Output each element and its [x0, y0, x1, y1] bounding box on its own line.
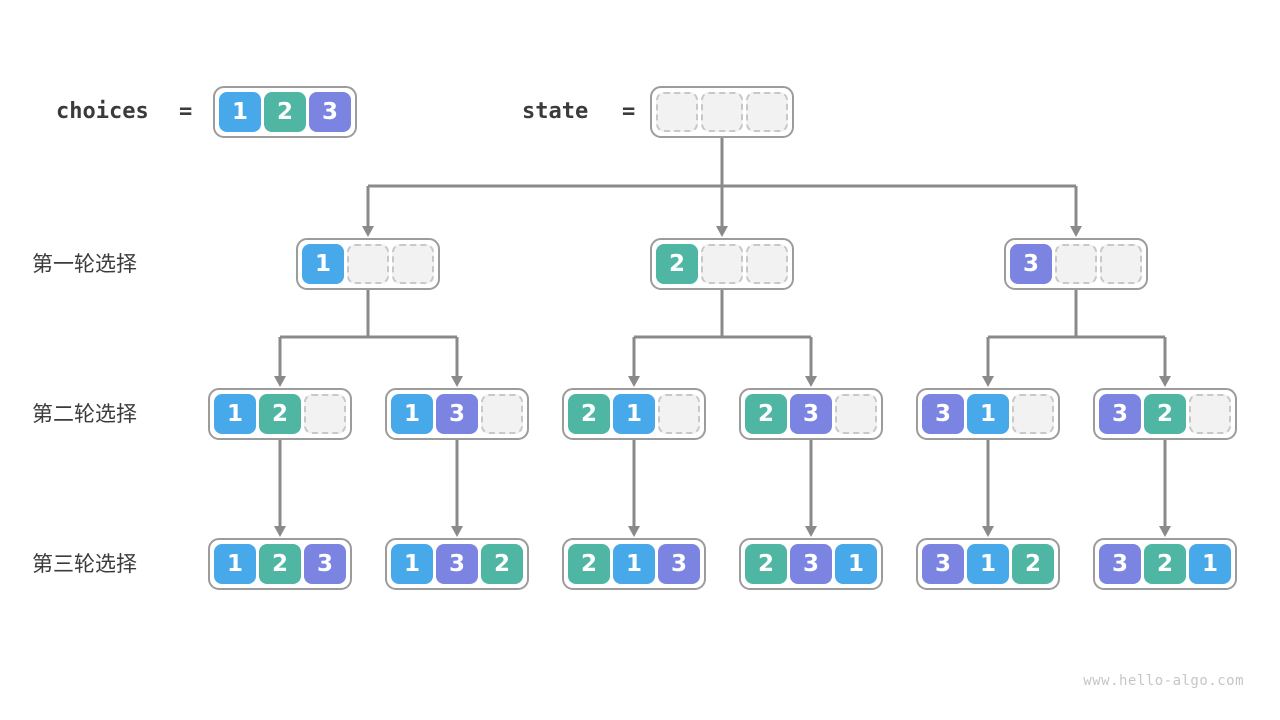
arrowhead-icon — [982, 526, 994, 537]
value-cell: 3 — [304, 544, 346, 584]
arrowhead-icon — [362, 226, 374, 237]
state-array — [650, 86, 794, 138]
value-cell: 1 — [967, 394, 1009, 434]
value-cell: 1 — [219, 92, 261, 132]
value-cell: 3 — [790, 394, 832, 434]
watermark: www.hello-algo.com — [1083, 673, 1244, 689]
state-equals-sign: = — [622, 99, 636, 124]
value-cell: 2 — [481, 544, 523, 584]
value-cell: 1 — [302, 244, 344, 284]
arrowhead-icon — [451, 376, 463, 387]
arrowhead-icon — [716, 226, 728, 237]
empty-cell — [481, 394, 523, 434]
arrowhead-icon — [1159, 376, 1171, 387]
empty-cell — [656, 92, 698, 132]
value-cell: 3 — [309, 92, 351, 132]
arrowhead-icon — [805, 376, 817, 387]
empty-cell — [1055, 244, 1097, 284]
value-cell: 2 — [745, 544, 787, 584]
value-cell: 3 — [922, 544, 964, 584]
empty-cell — [1012, 394, 1054, 434]
empty-cell — [746, 244, 788, 284]
arrowhead-icon — [1070, 226, 1082, 237]
arrowhead-icon — [451, 526, 463, 537]
value-cell: 2 — [259, 394, 301, 434]
empty-cell — [1189, 394, 1231, 434]
row-label-round-3: 第三轮选择 — [32, 552, 137, 576]
value-cell: 1 — [391, 544, 433, 584]
value-cell: 3 — [922, 394, 964, 434]
empty-cell — [746, 92, 788, 132]
empty-cell — [392, 244, 434, 284]
value-cell: 2 — [264, 92, 306, 132]
value-cell: 3 — [658, 544, 700, 584]
row-label-round-2: 第二轮选择 — [32, 402, 137, 426]
value-cell: 1 — [613, 394, 655, 434]
state-box-round1-3: 3 — [1004, 238, 1148, 290]
empty-cell — [835, 394, 877, 434]
state-box-round1-2: 2 — [650, 238, 794, 290]
value-cell: 1 — [214, 544, 256, 584]
value-cell: 2 — [568, 544, 610, 584]
value-cell: 3 — [1099, 394, 1141, 434]
value-cell: 3 — [1099, 544, 1141, 584]
empty-cell — [347, 244, 389, 284]
value-cell: 2 — [259, 544, 301, 584]
value-cell: 2 — [745, 394, 787, 434]
empty-cell — [701, 92, 743, 132]
row-label-round-1: 第一轮选择 — [32, 252, 137, 276]
arrowhead-icon — [982, 376, 994, 387]
arrowhead-icon — [805, 526, 817, 537]
state-box-round1-1: 1 — [296, 238, 440, 290]
value-cell: 1 — [391, 394, 433, 434]
arrowhead-icon — [628, 526, 640, 537]
value-cell: 2 — [1144, 544, 1186, 584]
value-cell: 1 — [613, 544, 655, 584]
empty-cell — [1100, 244, 1142, 284]
empty-cell — [658, 394, 700, 434]
choices-equals-sign: = — [179, 99, 193, 124]
arrowhead-icon — [274, 526, 286, 537]
choices-label: choices — [56, 99, 149, 124]
value-cell: 2 — [656, 244, 698, 284]
value-cell: 3 — [436, 394, 478, 434]
value-cell: 3 — [790, 544, 832, 584]
value-cell: 2 — [568, 394, 610, 434]
value-cell: 1 — [967, 544, 1009, 584]
arrow-lines — [278, 138, 1167, 527]
value-cell: 1 — [214, 394, 256, 434]
value-cell: 3 — [436, 544, 478, 584]
empty-cell — [701, 244, 743, 284]
value-cell: 2 — [1012, 544, 1054, 584]
state-label: state — [522, 99, 589, 124]
value-cell: 2 — [1144, 394, 1186, 434]
value-cell: 1 — [1189, 544, 1231, 584]
arrowhead-icon — [628, 376, 640, 387]
value-cell: 3 — [1010, 244, 1052, 284]
value-cell: 1 — [835, 544, 877, 584]
arrowhead-icon — [274, 376, 286, 387]
empty-cell — [304, 394, 346, 434]
arrowhead-icon — [1159, 526, 1171, 537]
